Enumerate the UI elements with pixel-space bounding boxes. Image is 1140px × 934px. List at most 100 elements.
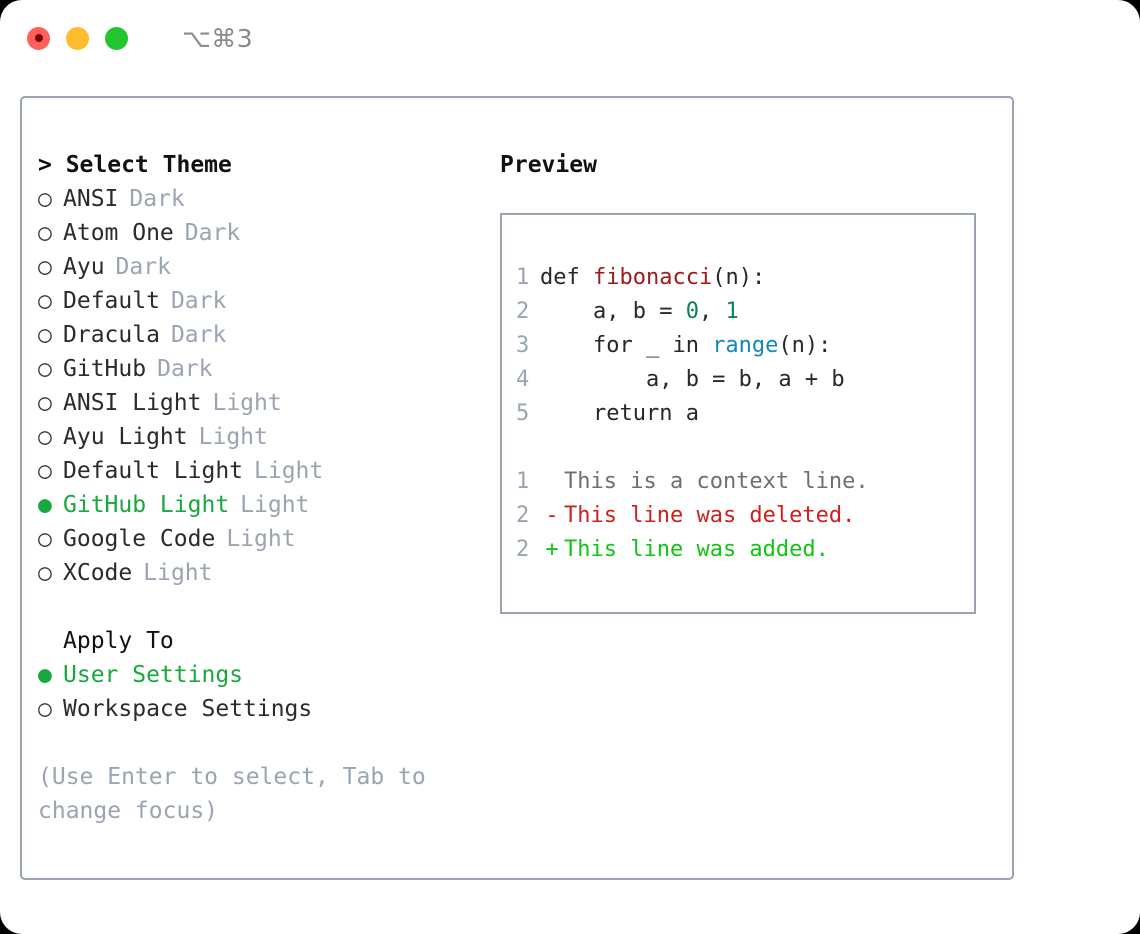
theme-option[interactable]: ○ Default Light Light [38,454,478,488]
theme-variant-badge: Dark [129,186,185,212]
spacer [516,431,974,465]
code-token: def [540,265,593,290]
select-theme-heading: > Select Theme [38,152,232,178]
apply-to-list: ● User Settings ○ Workspace Settings [38,658,478,726]
diff-sample: 1 This is a context line.2-This line was… [516,465,974,567]
radio-unselected-icon: ○ [38,458,52,484]
preview-heading: Preview [500,152,597,178]
theme-variant-badge: Light [212,390,282,416]
theme-variant-badge: Light [226,526,296,552]
keyboard-shortcut-label: ⌥⌘3 [182,23,254,53]
theme-variant-badge: Dark [115,254,171,280]
code-token: , [698,299,726,324]
apply-to-heading: Apply To [63,628,174,654]
radio-unselected-icon: ○ [38,526,52,552]
code-token: return a [540,401,699,426]
code-line: 5 return a [516,397,974,431]
diff-marker: - [545,503,559,528]
apply-to-option-label: Workspace Settings [63,696,313,722]
line-number: 3 [516,333,530,358]
code-token: fibonacci [592,265,713,290]
theme-variant-badge: Light [198,424,268,450]
diff-line: 1 This is a context line. [516,465,974,499]
theme-option-label: Default Light [63,458,244,484]
line-number: 1 [516,469,530,494]
radio-unselected-icon: ○ [38,288,52,314]
apply-to-option[interactable]: ○ Workspace Settings [38,692,478,726]
radio-unselected-icon: ○ [38,560,52,586]
radio-selected-icon: ● [38,662,52,688]
diff-line: 2-This line was deleted. [516,499,974,533]
radio-unselected-icon: ○ [38,696,52,722]
theme-variant-badge: Light [240,492,310,518]
theme-variant-badge: Dark [184,220,241,246]
theme-option-label: GitHub [63,356,147,382]
diff-marker: + [545,537,559,562]
theme-option-label: Atom One [63,220,174,246]
radio-unselected-icon: ○ [38,322,52,348]
radio-unselected-icon: ○ [38,254,52,280]
code-line: 3 for _ in range(n): [516,329,974,363]
theme-variant-badge: Dark [157,356,213,382]
apply-to-option[interactable]: ● User Settings [38,658,478,692]
line-number: 2 [516,299,530,324]
theme-option-label: Dracula [63,322,160,348]
theme-option-label: Ayu Light [63,424,188,450]
code-token: range [712,333,779,358]
radio-unselected-icon: ○ [38,424,52,450]
apply-to-option-label: User Settings [63,662,244,688]
theme-option[interactable]: ○ Default Dark [38,284,478,318]
theme-option-label: Google Code [63,526,216,552]
line-number: 2 [516,537,530,562]
keyboard-hint-text: (Use Enter to select, Tab to change focu… [38,764,426,824]
theme-option[interactable]: ● GitHub Light Light [38,488,478,522]
theme-option-label: Default [63,288,160,314]
theme-variant-badge: Light [254,458,324,484]
code-token: for _ in [540,333,713,358]
theme-option[interactable]: ○ ANSI Dark [38,182,478,216]
code-token: a, b = b, a + b [540,367,845,392]
theme-option-label: XCode [63,560,133,586]
close-button[interactable] [27,26,50,50]
theme-variant-badge: Dark [170,322,227,348]
diff-text: This is a context line. [564,469,869,494]
traffic-light-buttons [27,26,128,50]
theme-option[interactable]: ○ Google Code Light [38,522,478,556]
radio-selected-icon: ● [38,492,52,518]
theme-variant-badge: Dark [170,288,227,314]
radio-unselected-icon: ○ [38,220,52,246]
apply-to-section: Apply To ● User Settings ○ Workspace Settin… [38,624,478,726]
theme-option-label: GitHub Light [63,492,230,518]
diff-line: 2 +This line was added. [516,533,974,567]
diff-text: This line was added. [564,537,829,562]
diff-text: This line was deleted. [564,503,856,528]
theme-option[interactable]: ○ Atom One Dark [38,216,478,250]
code-line: 2 a, b = 0, 1 [516,295,974,329]
line-number: 5 [516,401,530,426]
radio-unselected-icon: ○ [38,186,52,212]
code-token: 1 [725,299,739,324]
theme-option[interactable]: ○ Ayu Dark [38,250,478,284]
code-line: 4 a, b = b, a + b [516,363,974,397]
theme-option[interactable]: ○ Dracula Dark [38,318,478,352]
theme-option[interactable]: ○ XCode Light [38,556,478,590]
theme-option-label: Ayu [63,254,105,280]
code-token: (n): [712,265,766,290]
code-token: a, b = [540,299,686,324]
maximize-button[interactable] [105,26,128,50]
theme-variant-badge: Light [143,560,213,586]
minimize-button[interactable] [66,26,89,50]
line-number: 2 [516,503,530,528]
theme-option-label: ANSI [63,186,119,212]
theme-option[interactable]: ○ Ayu Light Light [38,420,478,454]
code-token: (n): [778,333,832,358]
